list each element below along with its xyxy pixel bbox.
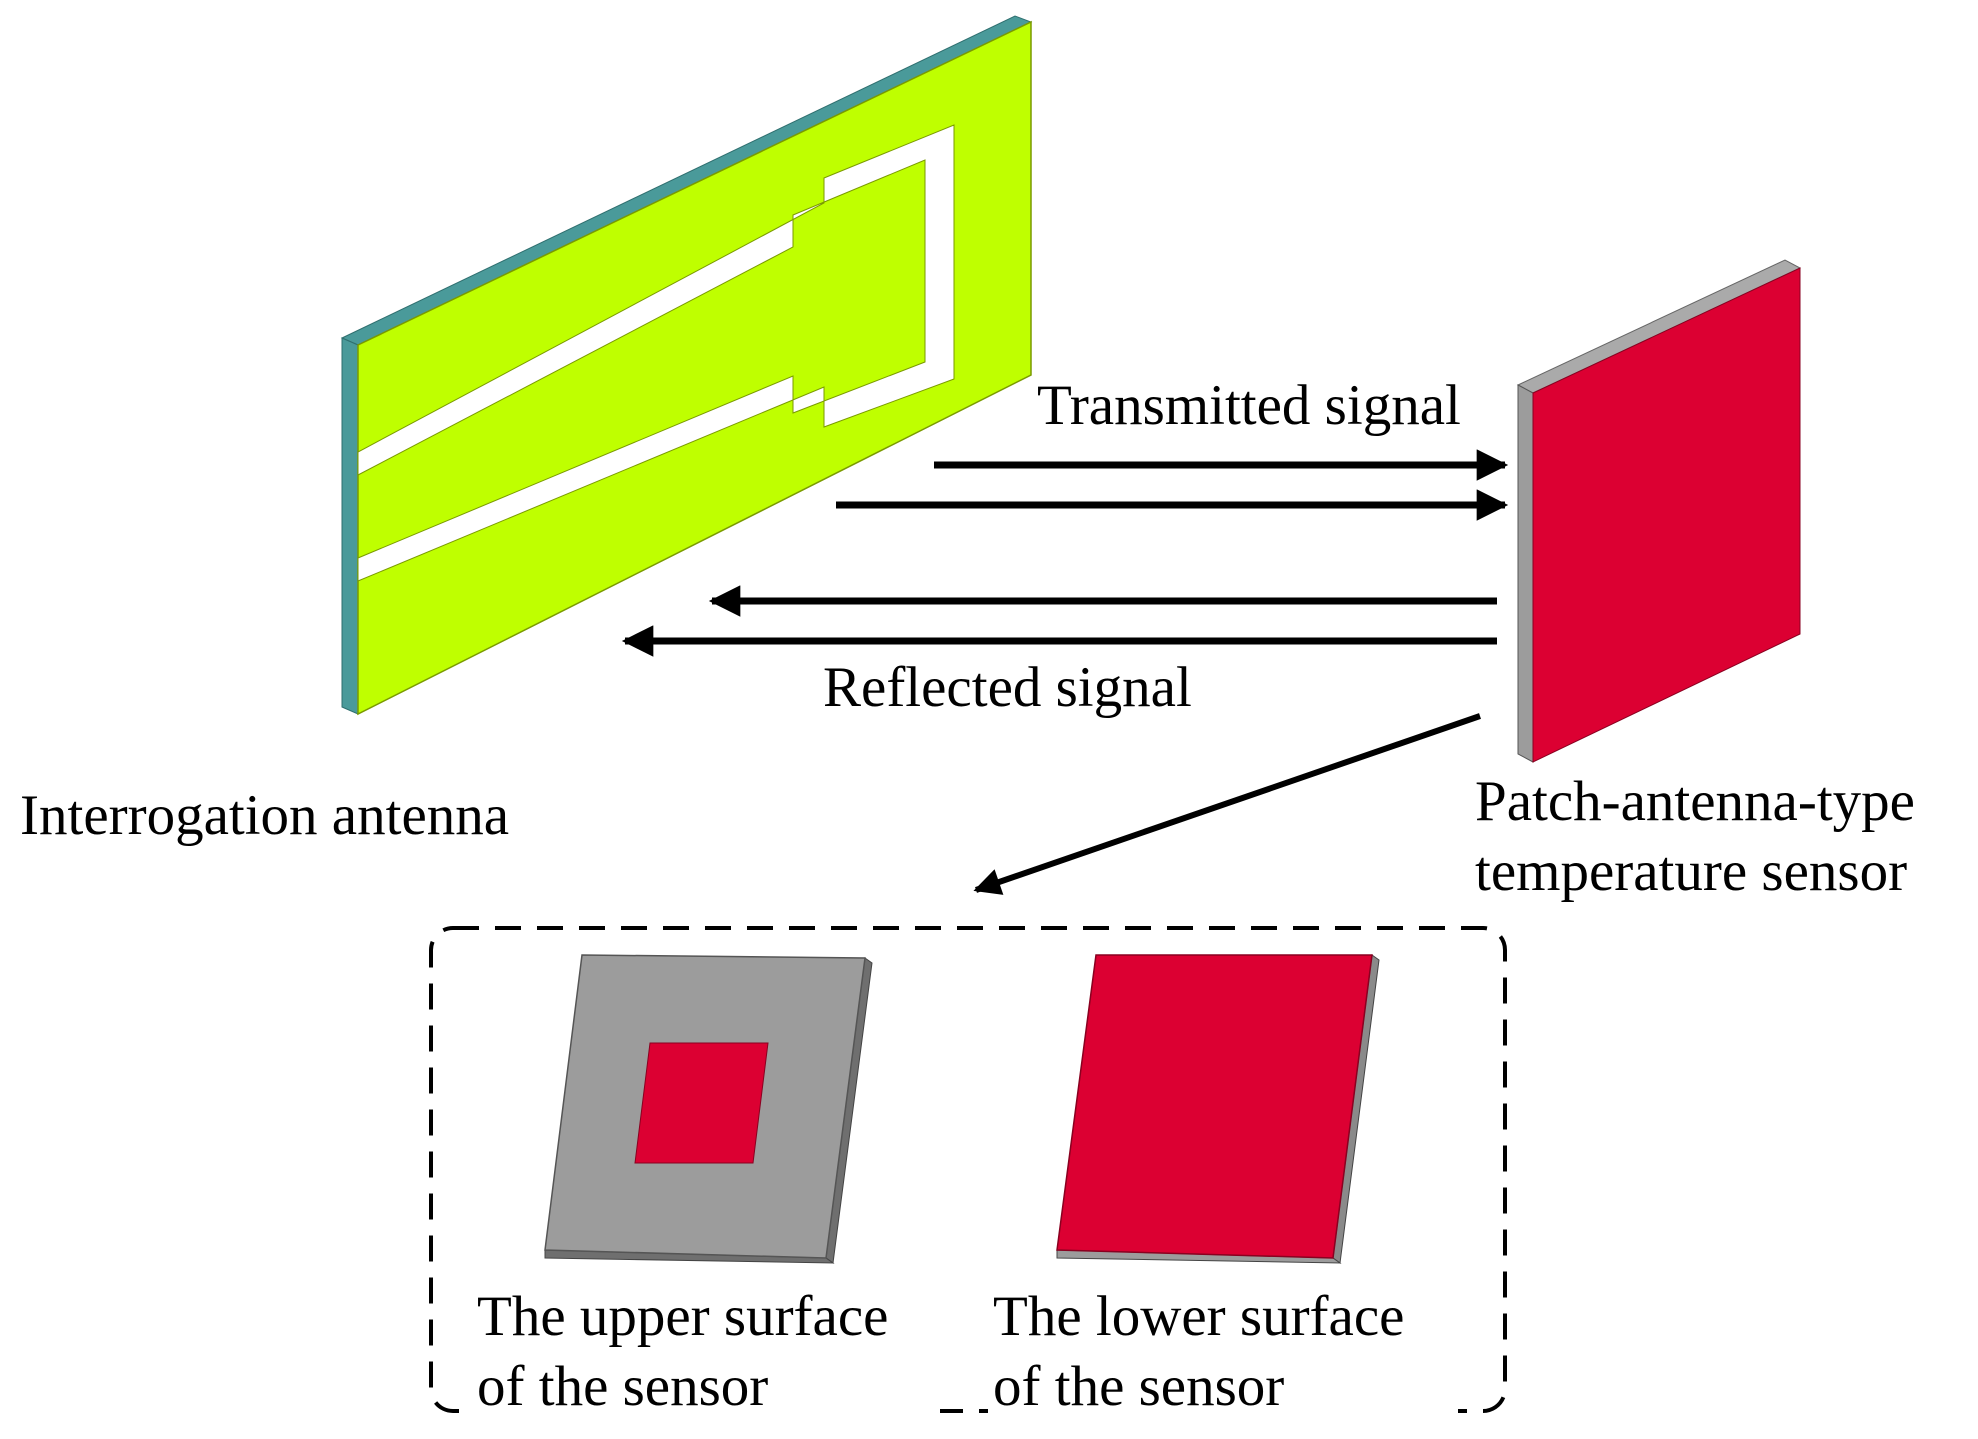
- upper-surface-caption-line2: of the sensor: [477, 1355, 768, 1418]
- transmitted-signal-label: Transmitted signal: [1037, 374, 1461, 437]
- detail-dashed-box: [429, 926, 1507, 1413]
- lower-plate-face: [1056, 954, 1373, 1259]
- sensor-side: [1517, 384, 1534, 763]
- sensor-face: [1532, 267, 1801, 763]
- interrogation-antenna-label: Interrogation antenna: [20, 784, 509, 847]
- antenna-substrate-side: [341, 337, 359, 715]
- antenna-face: [357, 20, 1032, 716]
- upper-patch: [634, 1042, 769, 1164]
- upper-surface-caption-line1: The upper surface: [477, 1285, 888, 1348]
- interrogation-antenna: [340, 15, 1033, 716]
- lower-surface-sensor: [1056, 954, 1380, 1264]
- lower-caption-bg: [988, 1286, 1458, 1426]
- detail-arrow: [973, 713, 1481, 895]
- sensor-label-line1: Patch-antenna-type: [1475, 770, 1915, 833]
- antenna-feed-slot: [357, 124, 955, 582]
- upper-caption-bg: [470, 1286, 940, 1426]
- upper-surface-sensor: [544, 954, 873, 1264]
- lower-surface-caption-line2: of the sensor: [993, 1355, 1284, 1418]
- sensor-label-line2: temperature sensor: [1475, 840, 1907, 903]
- temperature-sensor: [1516, 259, 1802, 763]
- reflected-signal-label: Reflected signal: [823, 656, 1192, 719]
- lower-surface-caption-line1: The lower surface: [993, 1285, 1404, 1348]
- signal-arrows: [621, 449, 1509, 895]
